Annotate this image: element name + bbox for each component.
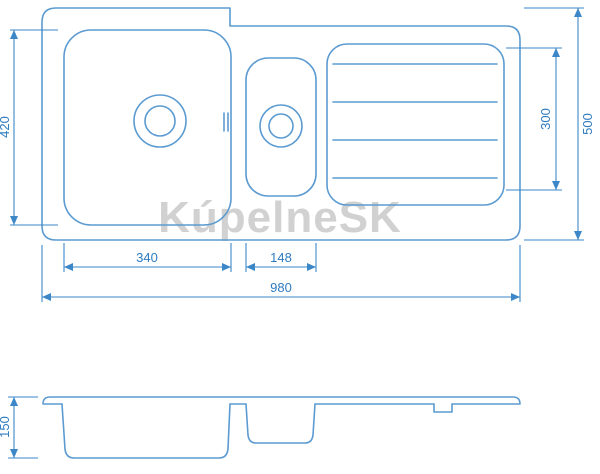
dim-drainer-depth-300: 300 <box>506 47 562 191</box>
dim-overall-depth-500: 500 <box>524 7 595 241</box>
small-bowl-drain-outer <box>259 104 303 148</box>
dim-label-height: 150 <box>0 416 12 438</box>
side-main-bowl-profile <box>61 403 231 459</box>
dim-label-overall-depth: 500 <box>580 113 595 135</box>
dim-label-overall-width: 980 <box>270 280 292 295</box>
top-view <box>41 7 521 241</box>
dim-label-bowl-depth: 420 <box>0 116 12 138</box>
dim-label-small-bowl-width: 148 <box>270 250 292 265</box>
top-view-dimensions: 420 500 300 340 148 <box>0 7 595 302</box>
side-rim-top <box>42 396 521 405</box>
side-small-bowl-profile <box>245 403 316 444</box>
dim-small-bowl-width-148: 148 <box>245 243 317 272</box>
side-view <box>42 396 521 459</box>
dim-main-bowl-width-340: 340 <box>63 243 232 272</box>
side-view-dimensions: 150 <box>0 396 38 459</box>
dim-bowl-depth-420: 420 <box>0 29 58 226</box>
small-bowl-outline <box>245 57 317 197</box>
main-bowl-drain-outer <box>133 94 187 148</box>
main-bowl-drain-inner <box>144 105 176 137</box>
watermark-text: KúpelneSK <box>158 193 402 242</box>
drainer-outline <box>326 43 505 206</box>
side-drain-fitting <box>433 403 453 413</box>
dim-label-drainer-depth: 300 <box>538 108 553 130</box>
dim-label-main-bowl-width: 340 <box>136 250 158 265</box>
dim-height-150: 150 <box>0 396 38 459</box>
dim-overall-width-980: 980 <box>41 245 521 302</box>
sink-outline <box>41 7 521 241</box>
small-bowl-drain-inner <box>268 113 294 139</box>
main-bowl-outline <box>63 29 232 226</box>
